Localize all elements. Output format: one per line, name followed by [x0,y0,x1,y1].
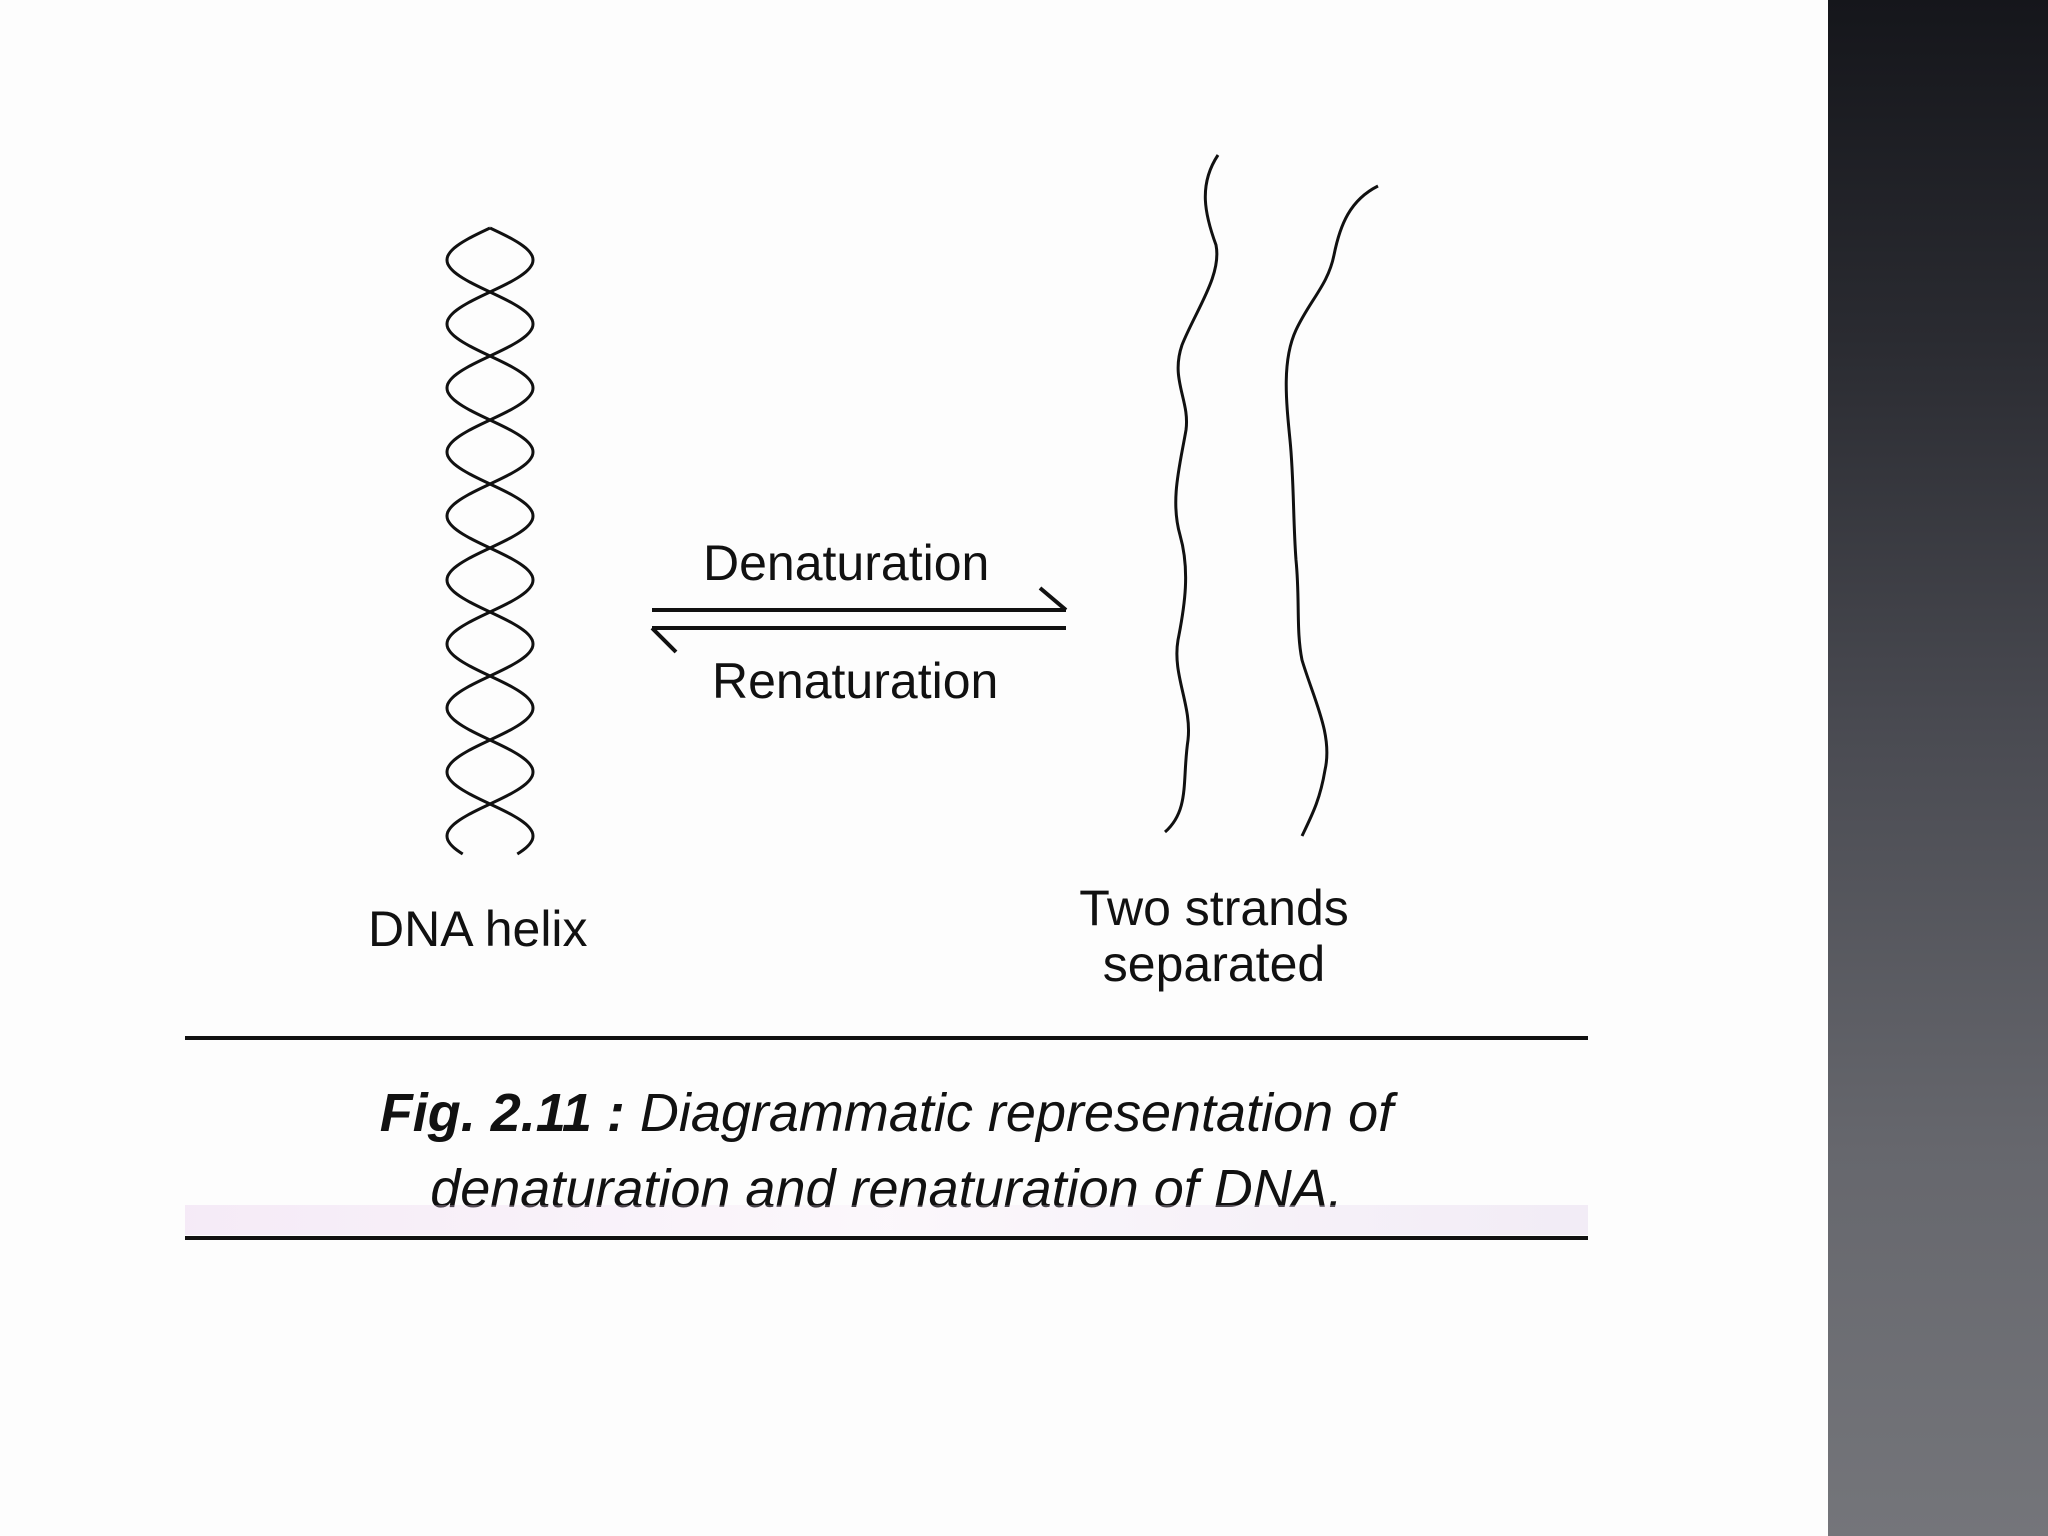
dna-helix [445,226,535,856]
reverse-arrow-head [650,626,678,654]
figure-caption: Fig. 2.11 : Diagrammatic representation … [185,1075,1588,1227]
denaturation-label: Denaturation [703,535,990,591]
caption-title-part1: Diagrammatic representation of [639,1083,1394,1143]
two-strands-label-line1: Two strands [1079,880,1349,936]
scan-tint [185,1205,1588,1235]
dna-helix-label: DNA helix [368,901,588,957]
two-strands-label-line2: separated [1102,936,1326,992]
forward-arrow-head [1038,586,1068,612]
equilibrium-arrows [650,586,1068,654]
caption-figure-number: Fig. 2.11 : [379,1083,625,1143]
helix-strand-a [445,226,535,856]
caption-bottom-rule [185,1236,1588,1240]
caption-line-1: Fig. 2.11 : Diagrammatic representation … [185,1075,1588,1151]
separated-strand-left [1163,154,1220,834]
two-strands-label: Two strands separated [1064,880,1364,992]
separated-strands [1163,154,1379,837]
separated-strand-right [1284,184,1379,837]
diagram-canvas [445,154,1379,856]
caption-line-2: denaturation and renaturation of DNA. [430,1159,1343,1219]
helix-strand-b [445,226,535,856]
caption-top-rule [185,1036,1588,1040]
renaturation-label: Renaturation [712,653,999,709]
figure-page: Denaturation Renaturation DNA helix Two … [185,154,1588,1240]
slide-side-panel [1828,0,2048,1536]
